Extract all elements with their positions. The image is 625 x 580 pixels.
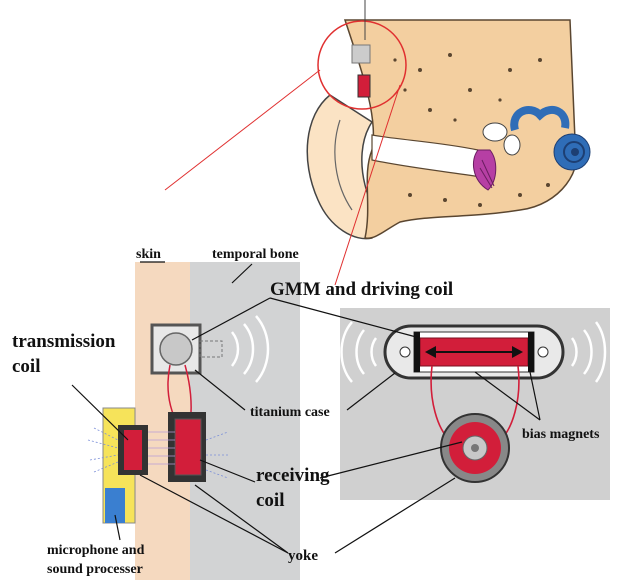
microphone-label-line1: microphone and	[47, 543, 145, 558]
transmission-coil-label-line2: coil	[12, 356, 41, 377]
temporal-bone-label: temporal bone	[212, 247, 299, 262]
yoke-label: yoke	[288, 548, 318, 564]
titanium-case-label: titanium case	[250, 405, 330, 420]
bias-magnets-label: bias magnets	[522, 427, 600, 442]
ossicles	[483, 123, 507, 141]
gmm-detail-panel	[340, 308, 610, 500]
implant-in-bone	[352, 45, 370, 63]
bias-magnet-right	[528, 332, 534, 372]
temporal-bone-layer	[190, 262, 300, 580]
receiving-coil-shape	[175, 419, 201, 475]
zoom-leader-left	[165, 70, 320, 190]
microphone-label-line2: sound processer	[47, 562, 143, 577]
transmission-coil-label-line1: transmission	[12, 331, 116, 352]
gmm-driver	[160, 333, 192, 365]
receiving-coil-label-line1: receiving	[256, 465, 330, 486]
temporal-bone-section	[345, 20, 577, 238]
implant-cross-section	[88, 262, 300, 580]
ear-illustration	[165, 0, 590, 285]
skin-label: skin	[136, 247, 161, 262]
receiving-coil-label-line2: coil	[256, 490, 285, 511]
transmission-coil-shape	[124, 430, 142, 470]
outer-ear	[307, 95, 375, 239]
gmm-coil-label: GMM and driving coil	[270, 279, 453, 300]
